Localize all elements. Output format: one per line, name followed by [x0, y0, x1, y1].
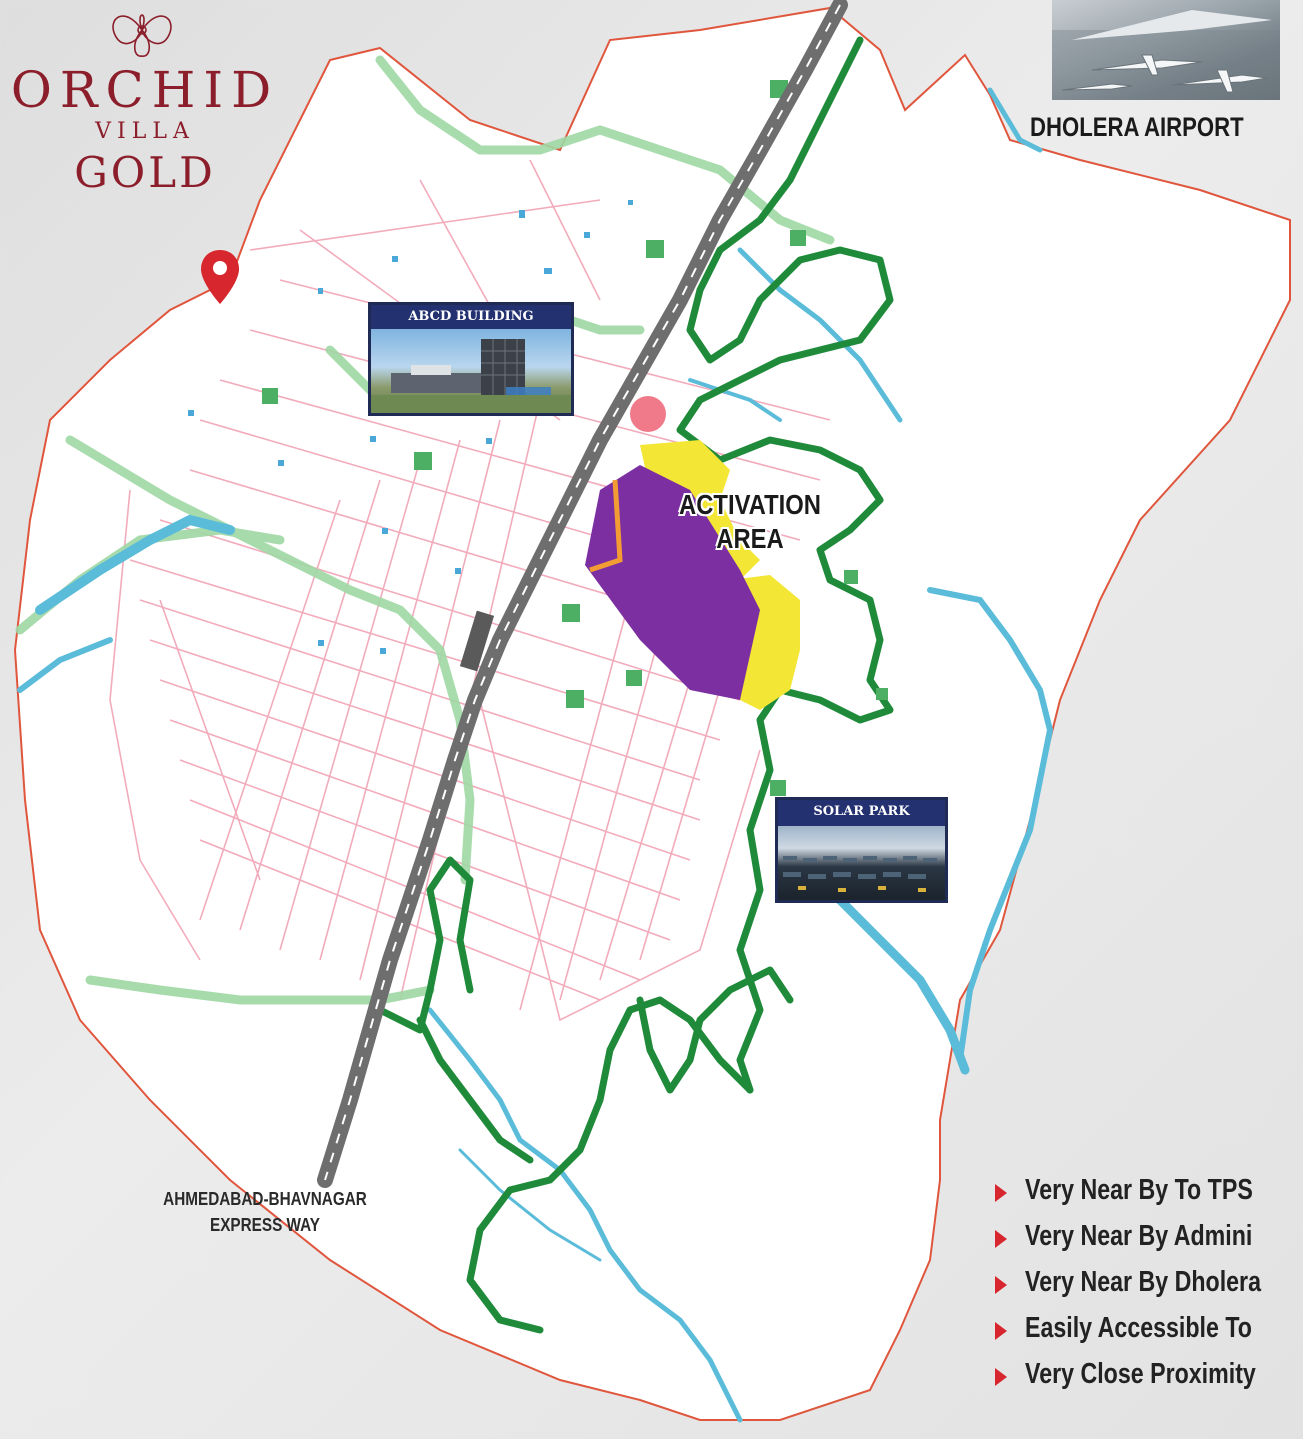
bullet-arrow-icon	[995, 1230, 1007, 1248]
expressway-label-line1: AHMEDABAD-BHAVNAGAR	[163, 1189, 367, 1209]
feature-item: Very Near By Admini	[995, 1218, 1303, 1264]
feature-item: Very Close Proximity	[995, 1356, 1303, 1402]
solar-park-card[interactable]: SOLAR PARK	[775, 797, 948, 903]
feature-item: Very Near By Dholera	[995, 1264, 1303, 1310]
features-list: Very Near By To TPS Very Near By Admini …	[995, 1172, 1303, 1402]
brand-name-villa: VILLA	[95, 119, 195, 144]
abcd-building-card[interactable]: ABCD BUILDING	[368, 302, 574, 416]
city-boundary	[13, 6, 1291, 1421]
feature-item: Very Near By To TPS	[995, 1172, 1303, 1218]
abcd-building-title: ABCD BUILDING	[408, 309, 534, 324]
solar-photo	[778, 826, 945, 900]
bullet-arrow-icon	[995, 1276, 1007, 1294]
building-photo	[371, 329, 571, 413]
activation-zone	[585, 396, 800, 710]
bullet-arrow-icon	[995, 1368, 1007, 1386]
solar-panel-icon	[783, 856, 937, 892]
airport-photo	[1052, 0, 1280, 100]
expressway-label: AHMEDABAD-BHAVNAGAR EXPRESS WAY	[100, 1186, 430, 1238]
brand-name-orchid: ORCHID	[10, 61, 280, 119]
expressway-label-line2: EXPRESS WAY	[210, 1215, 320, 1235]
location-pin-icon[interactable]	[198, 248, 242, 306]
bullet-arrow-icon	[995, 1322, 1007, 1340]
activation-area-label: ACTIVATION AREA	[660, 488, 840, 568]
expressway-road	[317, 0, 848, 1188]
activation-label-line1: ACTIVATION	[679, 489, 821, 520]
bullet-arrow-icon	[995, 1184, 1007, 1202]
solar-park-title: SOLAR PARK	[813, 804, 910, 819]
orchid-flower-icon	[112, 14, 172, 57]
brand-name-gold: GOLD	[74, 148, 216, 197]
brand-logo: ORCHID VILLA GOLD	[0, 0, 290, 210]
airplane-icon	[1052, 10, 1280, 100]
feature-item: Easily Accessible To	[995, 1310, 1303, 1356]
airport-label: DHOLERA AIRPORT	[1030, 112, 1244, 142]
activation-label-line2: AREA	[716, 523, 784, 554]
building-icon	[371, 339, 571, 413]
